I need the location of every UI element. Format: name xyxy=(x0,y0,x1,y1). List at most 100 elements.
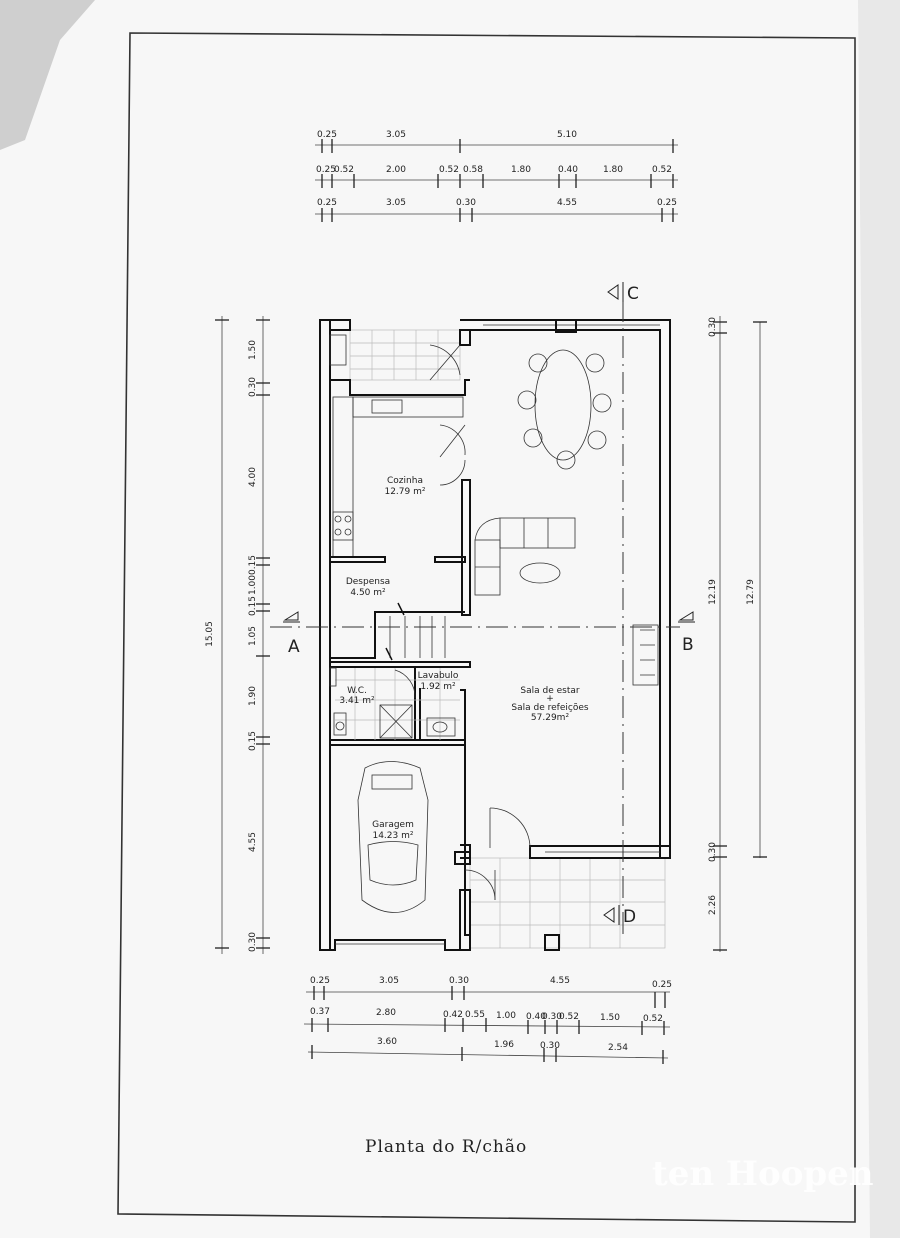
dim-label: 3.05 xyxy=(379,976,399,986)
dim-label: 5.10 xyxy=(557,130,577,140)
right-dimensions: 0.30 12.19 0.30 2.26 12.79 xyxy=(708,316,767,952)
walls xyxy=(319,319,671,951)
dim-label: 12.19 xyxy=(708,579,718,605)
chair-icon xyxy=(523,428,543,448)
dim-label: 2.80 xyxy=(376,1008,396,1018)
sheet-frame xyxy=(117,32,856,1223)
dim-label: 0.25 xyxy=(652,980,672,990)
dim-label: 0.30 xyxy=(540,1041,560,1051)
chair-icon xyxy=(528,353,548,373)
dim-label: 0.30 xyxy=(708,842,718,862)
dim-label: 0.42 xyxy=(443,1010,463,1020)
room-plus-sala: + xyxy=(546,694,554,704)
doors xyxy=(394,344,531,901)
dim-label: 0.30 xyxy=(248,932,258,952)
dim-label: 0.52 xyxy=(643,1014,663,1024)
dim-label: 15.05 xyxy=(205,621,215,647)
sink-icon xyxy=(371,399,403,414)
dim-label: 0.58 xyxy=(463,165,483,175)
dim-label: 0.15 xyxy=(248,555,258,575)
dim-label: 0.52 xyxy=(439,165,459,175)
dim-label: 0.25 xyxy=(310,976,330,986)
room-name-garagem: Garagem xyxy=(372,820,414,830)
chair-icon xyxy=(585,353,605,373)
dining-table xyxy=(534,349,592,461)
chair-icon xyxy=(556,450,576,470)
dim-label: 2.54 xyxy=(608,1043,628,1053)
dim-label: 0.25 xyxy=(316,165,336,175)
section-marker-d: D xyxy=(603,905,636,927)
section-marker-b: B xyxy=(678,611,695,655)
dim-label: 0.15 xyxy=(248,731,258,751)
chair-icon xyxy=(517,390,537,410)
dim-label: 0.37 xyxy=(310,1007,330,1017)
room-labels: Cozinha 12.79 m² Despensa 4.50 m² W.C. 3… xyxy=(339,476,589,841)
dining-set xyxy=(517,349,612,470)
section-label: A xyxy=(288,637,300,657)
left-dimensions: 15.05 1.50 0.30 4.00 0.15 1.00 0.15 1.05… xyxy=(205,316,270,954)
dim-label: 3.05 xyxy=(386,130,406,140)
barbecue-icon xyxy=(329,334,347,366)
dim-label: 4.00 xyxy=(248,467,258,487)
dim-label: 1.90 xyxy=(248,686,258,706)
top-dimensions: 0.25 3.05 5.10 0.25 0.52 2.00 0.52 0.58 … xyxy=(315,130,678,222)
dim-label: 1.00 xyxy=(496,1011,516,1021)
dim-label: 3.05 xyxy=(386,198,406,208)
dim-label: 0.52 xyxy=(334,165,354,175)
car-icon xyxy=(357,761,429,913)
dim-label: 1.50 xyxy=(248,340,258,360)
dim-label: 0.40 xyxy=(558,165,578,175)
dim-label: 0.55 xyxy=(465,1010,485,1020)
dim-label: 0.30 xyxy=(708,317,718,337)
room-area-lavabulo: 1.92 m² xyxy=(420,682,456,692)
page-curl xyxy=(0,0,95,150)
dim-label: 3.60 xyxy=(377,1037,397,1047)
dim-label: 0.25 xyxy=(317,198,337,208)
dim-label: 1.80 xyxy=(603,165,623,175)
plan-title: Planta do R/chão xyxy=(365,1137,527,1157)
toilet-icon xyxy=(333,712,347,736)
dim-label: 0.30 xyxy=(542,1012,562,1022)
dim-label: 2.26 xyxy=(708,895,718,915)
section-label: B xyxy=(682,635,694,655)
shower-icon xyxy=(379,704,413,739)
room-name-sala: Sala de estar xyxy=(520,686,579,696)
chair-icon xyxy=(587,430,607,450)
dim-label: 0.30 xyxy=(456,198,476,208)
section-marker-a: A xyxy=(283,611,300,657)
dim-label: 0.30 xyxy=(449,976,469,986)
washbasin-icon xyxy=(426,717,456,737)
room-area-sala: 57.29m² xyxy=(531,713,570,723)
section-marker-c: C xyxy=(607,282,639,304)
section-lines xyxy=(270,300,680,940)
dim-label: 0.52 xyxy=(652,165,672,175)
dim-label: 1.96 xyxy=(494,1040,514,1050)
dim-label: 4.55 xyxy=(248,832,258,852)
room-area-cozinha: 12.79 m² xyxy=(384,487,425,497)
dim-label: 0.25 xyxy=(657,198,677,208)
dim-label: 4.55 xyxy=(550,976,570,986)
dim-label: 1.00 xyxy=(248,575,258,595)
dim-label: 0.30 xyxy=(248,377,258,397)
room-name-despensa: Despensa xyxy=(346,577,390,587)
staircase xyxy=(385,602,446,661)
sofa-set xyxy=(474,517,576,596)
dim-label: 1.05 xyxy=(248,626,258,646)
bottom-dimensions: 0.25 3.05 0.30 4.55 0.25 0.37 2.80 0.42 … xyxy=(303,976,672,1064)
watermark-logo: ten Hoopen xyxy=(652,1154,874,1194)
dim-label: 4.55 xyxy=(557,198,577,208)
chair-icon xyxy=(592,393,612,413)
room-name-lavabulo: Lavabulo xyxy=(418,671,459,681)
dim-label: 1.80 xyxy=(511,165,531,175)
room-area-despensa: 4.50 m² xyxy=(350,588,386,598)
dim-label: 0.15 xyxy=(248,596,258,616)
fireplace-icon xyxy=(632,624,659,686)
dim-label: 1.50 xyxy=(600,1013,620,1023)
dim-label: 0.25 xyxy=(317,130,337,140)
dim-label: 0.52 xyxy=(559,1012,579,1022)
section-label: D xyxy=(623,907,636,927)
dim-label: 0.40 xyxy=(526,1012,546,1022)
dim-label: 12.79 xyxy=(746,579,756,605)
